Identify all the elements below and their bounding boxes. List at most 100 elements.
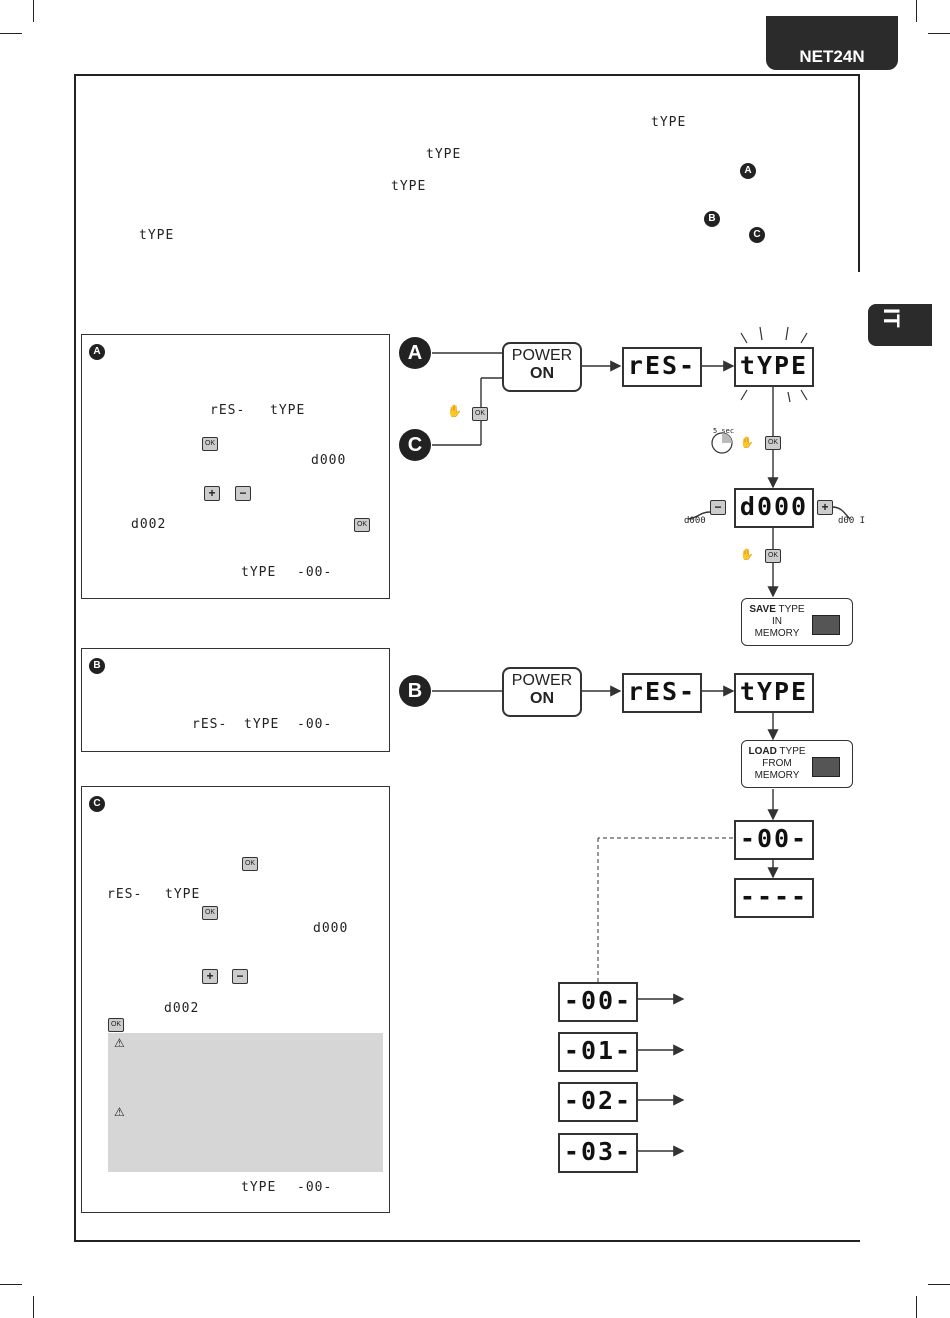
panel-c-badge: C bbox=[89, 796, 105, 812]
intro-ref-a-badge: A bbox=[740, 163, 756, 179]
diagram-minus-icon: − bbox=[710, 500, 726, 515]
lcd-d000-text: d000 bbox=[739, 492, 809, 521]
timer-label: 5 sec bbox=[713, 427, 735, 435]
save-line3: MEMORY bbox=[754, 628, 800, 639]
panel-a bbox=[81, 334, 390, 599]
load-bold: LOAD bbox=[748, 746, 777, 757]
lcd-blank: ---- bbox=[734, 878, 814, 918]
panel-c-seg-d002: d002 bbox=[164, 1001, 200, 1016]
lcd-res-text: rES- bbox=[627, 351, 697, 380]
warning-icon-2: ⚠ bbox=[114, 1105, 125, 1119]
frame-left bbox=[74, 74, 76, 1242]
save-rest: TYPE bbox=[775, 604, 805, 615]
load-line3: MEMORY bbox=[754, 770, 800, 781]
lcd-type-text: tYPE bbox=[739, 351, 809, 380]
diagram-d000-small: d000 bbox=[684, 516, 706, 526]
lcd-type-02: -02- bbox=[558, 1082, 638, 1122]
panel-b-seg-res: rES- bbox=[192, 717, 228, 732]
panel-a-badge: A bbox=[89, 344, 105, 360]
language-tab: IT bbox=[868, 304, 932, 346]
frame-top bbox=[74, 74, 860, 76]
save-memory-text: SAVE TYPE IN MEMORY bbox=[748, 604, 806, 640]
save-memory-box: SAVE TYPE IN MEMORY bbox=[741, 598, 853, 646]
frame-right bbox=[858, 74, 860, 272]
panel-a-seg-type-end: tYPE bbox=[241, 565, 277, 580]
diagram-label-a: A bbox=[399, 337, 431, 369]
power-label: POWER bbox=[511, 347, 573, 364]
panel-b bbox=[81, 648, 390, 752]
lcd-type-01: -01- bbox=[558, 1032, 638, 1072]
model-label: NET24N bbox=[799, 47, 865, 66]
panel-b-badge: B bbox=[89, 658, 105, 674]
panel-a-ok-icon: OK bbox=[202, 437, 218, 451]
lcd-type-01-text: -01- bbox=[563, 1036, 633, 1065]
intro-ref-c-badge: C bbox=[749, 227, 765, 243]
panel-a-ok-icon-2: OK bbox=[354, 518, 370, 532]
crop-mark bbox=[928, 1284, 950, 1285]
lcd-type-b-text: tYPE bbox=[739, 677, 809, 706]
lcd-type-blinking: tYPE bbox=[734, 347, 814, 387]
load-line2: FROM bbox=[762, 758, 792, 769]
panel-c-warning-box bbox=[108, 1033, 383, 1172]
save-line2: IN bbox=[772, 616, 782, 627]
diagram-ok-icon-confirm: OK bbox=[765, 549, 781, 563]
intro-seg-type-3: tYPE bbox=[391, 179, 427, 194]
panel-c-minus-icon: − bbox=[232, 969, 248, 984]
crop-mark bbox=[916, 0, 917, 22]
panel-c-ok-icon-3: OK bbox=[108, 1018, 124, 1032]
lcd-type-b: tYPE bbox=[734, 673, 814, 713]
crop-mark bbox=[928, 33, 950, 34]
lcd-type-00-text: -00- bbox=[563, 986, 633, 1015]
on-label-2: ON bbox=[530, 690, 554, 707]
intro-ref-b-badge: B bbox=[704, 211, 720, 227]
panel-a-seg-00: -00- bbox=[297, 565, 333, 580]
diagram-label-b: B bbox=[399, 675, 431, 707]
diagram-label-c: C bbox=[399, 429, 431, 461]
diagram-d001-small: d00 I bbox=[838, 516, 866, 526]
warning-icon: ⚠ bbox=[114, 1036, 125, 1050]
panel-a-seg-type: tYPE bbox=[270, 403, 306, 418]
diagram-ok-icon-c: OK bbox=[472, 407, 488, 421]
hand-press-icon: ✋ bbox=[447, 404, 462, 418]
panel-a-minus-icon: − bbox=[235, 486, 251, 501]
on-label: ON bbox=[530, 365, 554, 382]
panel-b-seg-00: -00- bbox=[297, 717, 333, 732]
panel-c-plus-icon: + bbox=[202, 969, 218, 984]
lcd-d000: d000 bbox=[734, 488, 814, 528]
power-on-button-2: POWER ON bbox=[502, 667, 582, 717]
crop-mark bbox=[33, 1296, 34, 1318]
diagram-plus-icon: + bbox=[817, 500, 833, 515]
crop-mark bbox=[0, 33, 22, 34]
panel-c-seg-type-end: tYPE bbox=[241, 1180, 277, 1195]
load-memory-text: LOAD TYPE FROM MEMORY bbox=[748, 746, 806, 782]
diagram-ok-icon-hold: OK bbox=[765, 436, 781, 450]
panel-b-seg-type: tYPE bbox=[244, 717, 280, 732]
power-on-button: POWER ON bbox=[502, 342, 582, 392]
panel-a-seg-d002: d002 bbox=[131, 517, 167, 532]
hand-press-icon-3: ✋ bbox=[740, 548, 754, 561]
model-tab: NET24N bbox=[766, 16, 898, 70]
panel-c-seg-d000: d000 bbox=[313, 921, 349, 936]
panel-c-seg-type: tYPE bbox=[165, 887, 201, 902]
memory-chip-icon bbox=[812, 615, 840, 635]
panel-a-plus-icon: + bbox=[204, 486, 220, 501]
lcd-00-text: -00- bbox=[739, 824, 809, 853]
frame-bottom bbox=[74, 1240, 860, 1242]
lcd-res: rES- bbox=[622, 347, 702, 387]
panel-c-seg-res: rES- bbox=[107, 887, 143, 902]
panel-c-ok-icon: OK bbox=[242, 857, 258, 871]
load-memory-box: LOAD TYPE FROM MEMORY bbox=[741, 740, 853, 788]
intro-seg-type-1: tYPE bbox=[651, 115, 687, 130]
hand-press-icon-2: ✋ bbox=[740, 436, 754, 449]
panel-a-seg-d000: d000 bbox=[311, 453, 347, 468]
save-bold: SAVE bbox=[749, 604, 776, 615]
lcd-type-03-text: -03- bbox=[563, 1137, 633, 1166]
crop-mark bbox=[0, 1284, 22, 1285]
lcd-res-b-text: rES- bbox=[627, 677, 697, 706]
panel-a-seg-res: rES- bbox=[210, 403, 246, 418]
crop-mark bbox=[33, 0, 34, 22]
power-label-2: POWER bbox=[511, 672, 573, 689]
panel-c-seg-00: -00- bbox=[297, 1180, 333, 1195]
lcd-blank-text: ---- bbox=[739, 882, 809, 911]
